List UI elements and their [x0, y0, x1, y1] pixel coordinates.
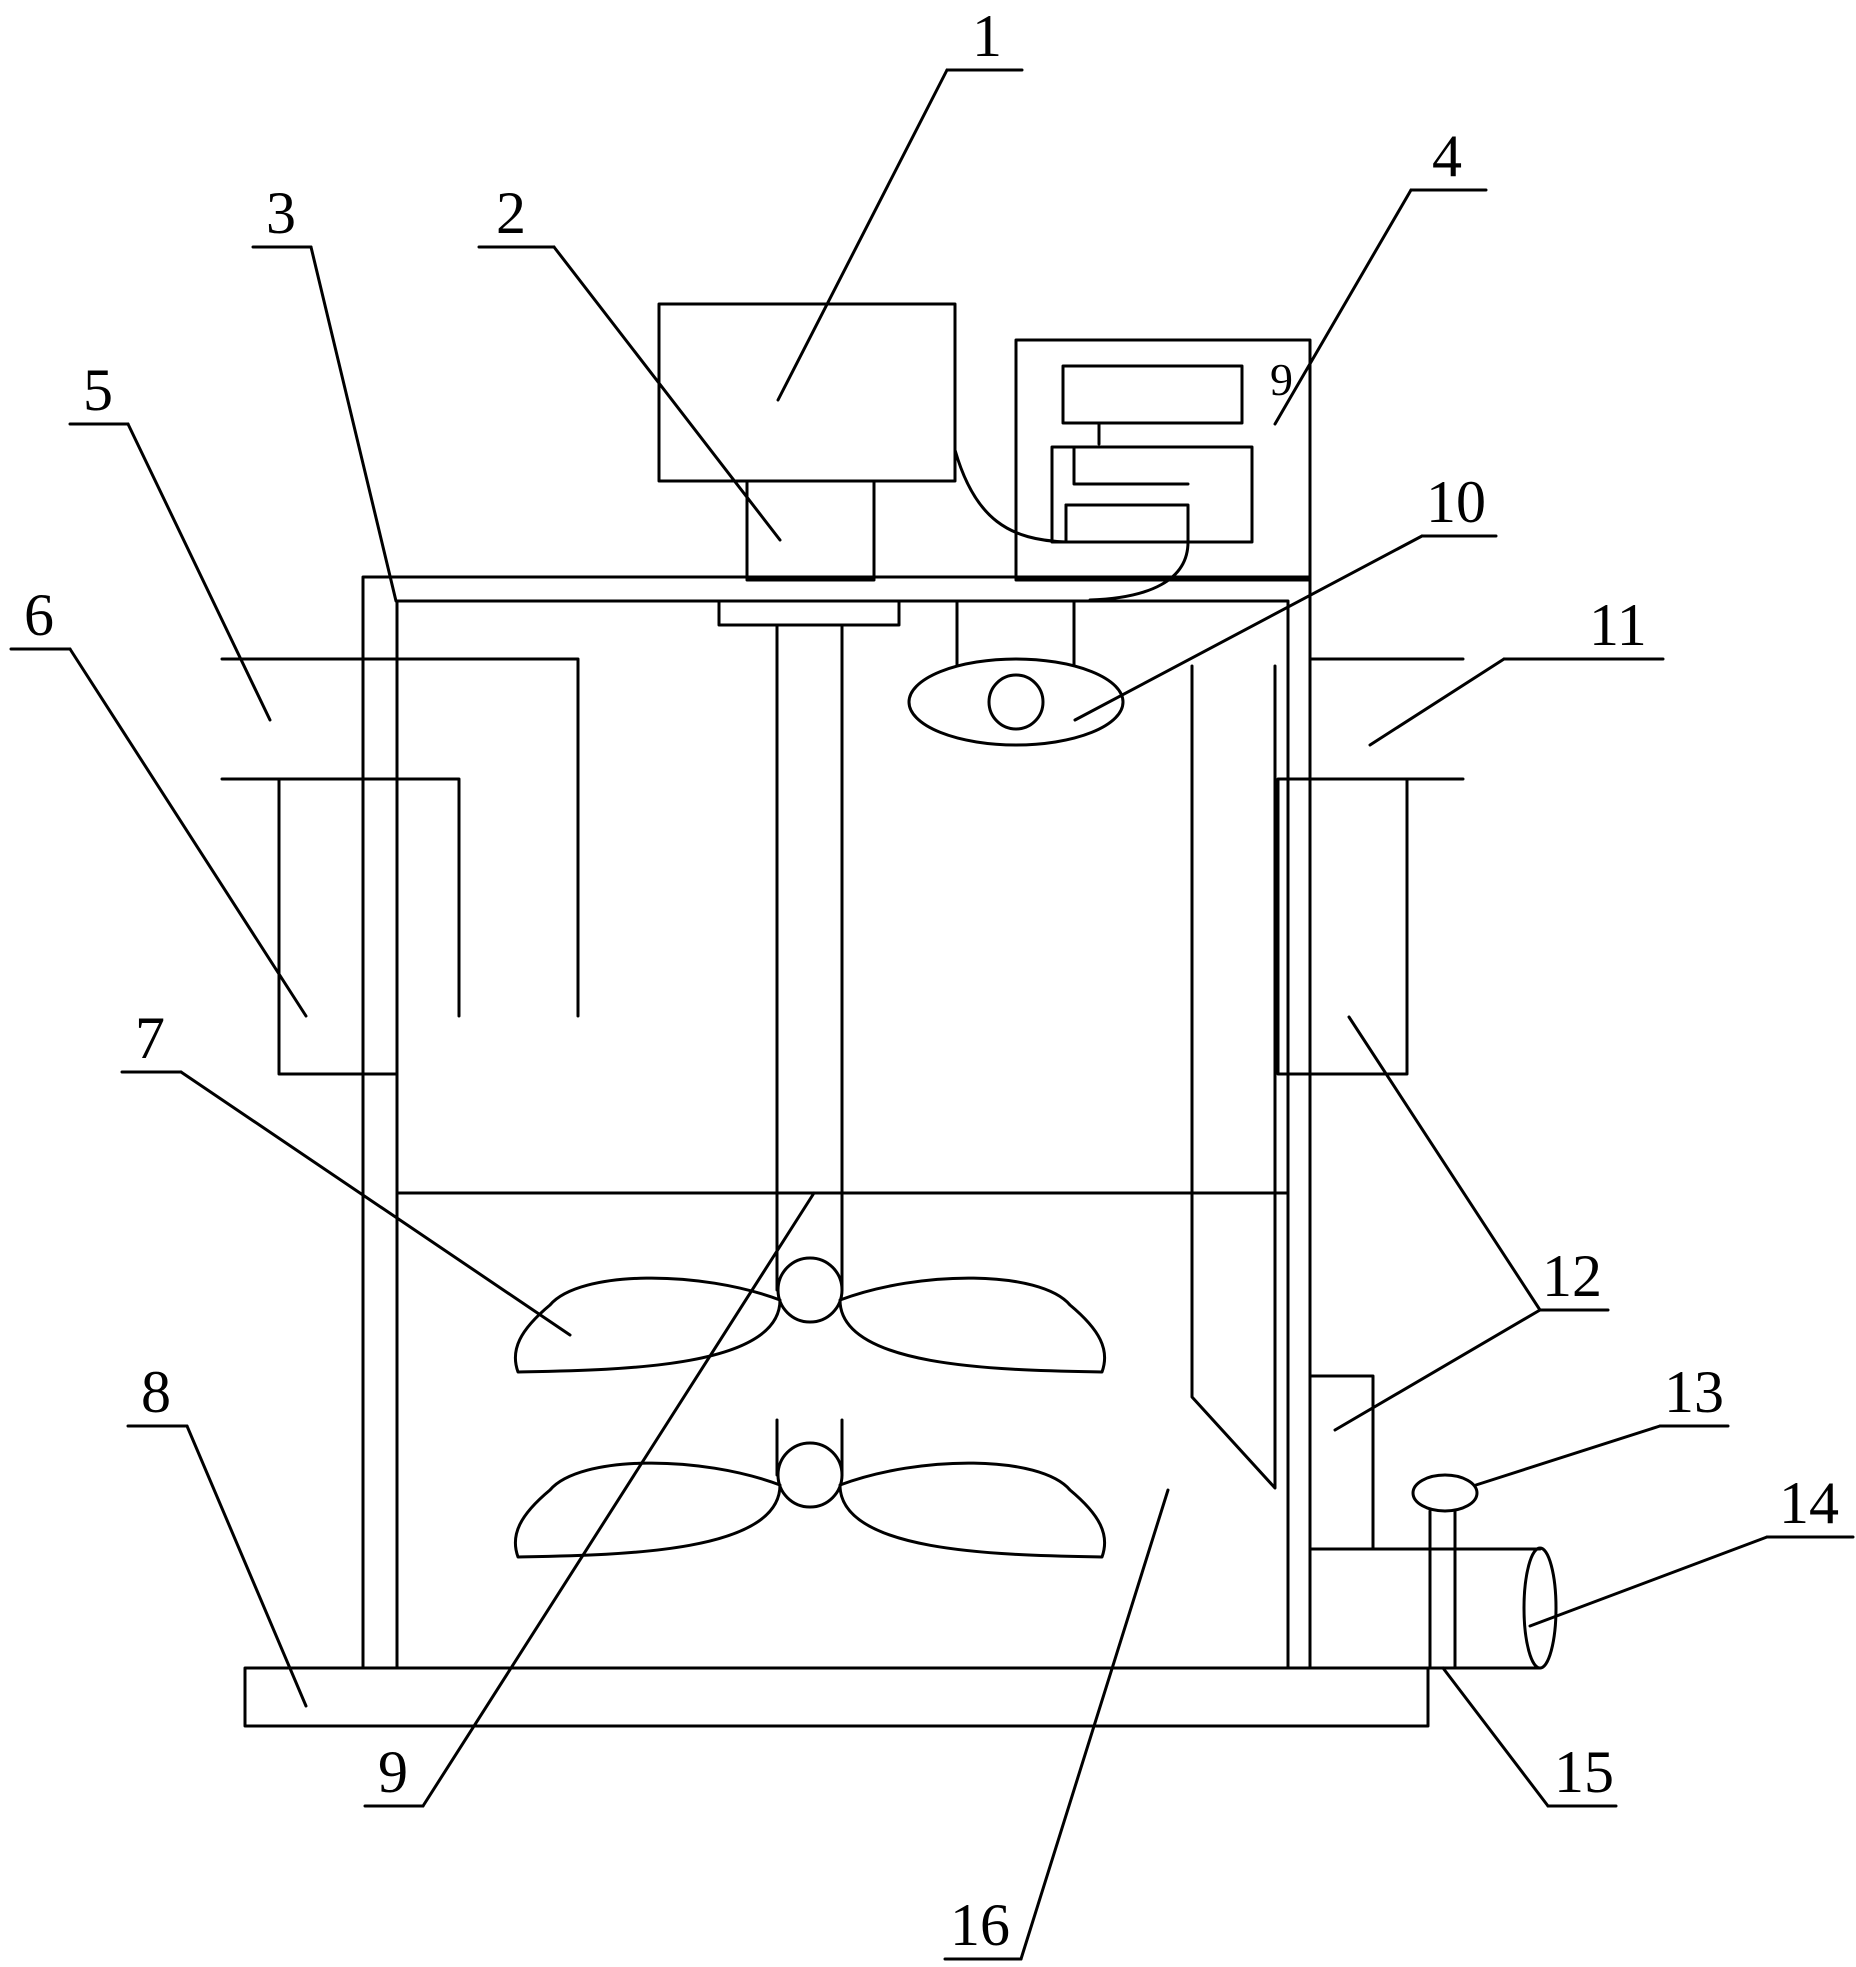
tank-shell	[361, 575, 1312, 1670]
label-12: 12	[1542, 1243, 1602, 1309]
stirring-shaft	[775, 623, 844, 1477]
valve	[1411, 1473, 1479, 1670]
label-6: 6	[24, 582, 54, 648]
label-4: 4	[1432, 123, 1462, 189]
panel-mark: 9	[1270, 354, 1293, 405]
sensor-cable	[1088, 540, 1190, 602]
control-panel: 9	[1014, 338, 1312, 582]
lower-impeller	[513, 1441, 1107, 1559]
label-16: 16	[950, 1892, 1010, 1958]
label-10: 10	[1426, 469, 1486, 535]
motor-box	[657, 302, 957, 483]
label-15: 15	[1554, 1739, 1614, 1805]
gearbox	[745, 479, 876, 582]
leader-lines	[9, 68, 1855, 1961]
label-14: 14	[1779, 1470, 1839, 1536]
label-11: 11	[1589, 592, 1647, 658]
lower-right-box	[1308, 1374, 1375, 1551]
left-inlet	[220, 657, 580, 1076]
motor-cable	[953, 448, 1068, 544]
label-5: 5	[83, 357, 113, 423]
outlet-pipe	[1308, 1546, 1558, 1670]
label-7: 7	[135, 1005, 165, 1071]
baffle	[1190, 664, 1277, 1490]
label-2: 2	[496, 180, 526, 246]
right-outlet	[1276, 657, 1465, 1076]
label-1: 1	[972, 3, 1002, 69]
sensor	[907, 599, 1125, 747]
label-13: 13	[1664, 1359, 1724, 1425]
base-plate	[243, 1666, 1430, 1728]
upper-impeller	[513, 1256, 1107, 1374]
label-3: 3	[266, 180, 296, 246]
label-9: 9	[378, 1739, 408, 1805]
label-8: 8	[141, 1359, 171, 1425]
part-labels: 1 2 3 4 5 6 7 8 9 10 11 12 13 14 15 16	[24, 3, 1839, 1958]
